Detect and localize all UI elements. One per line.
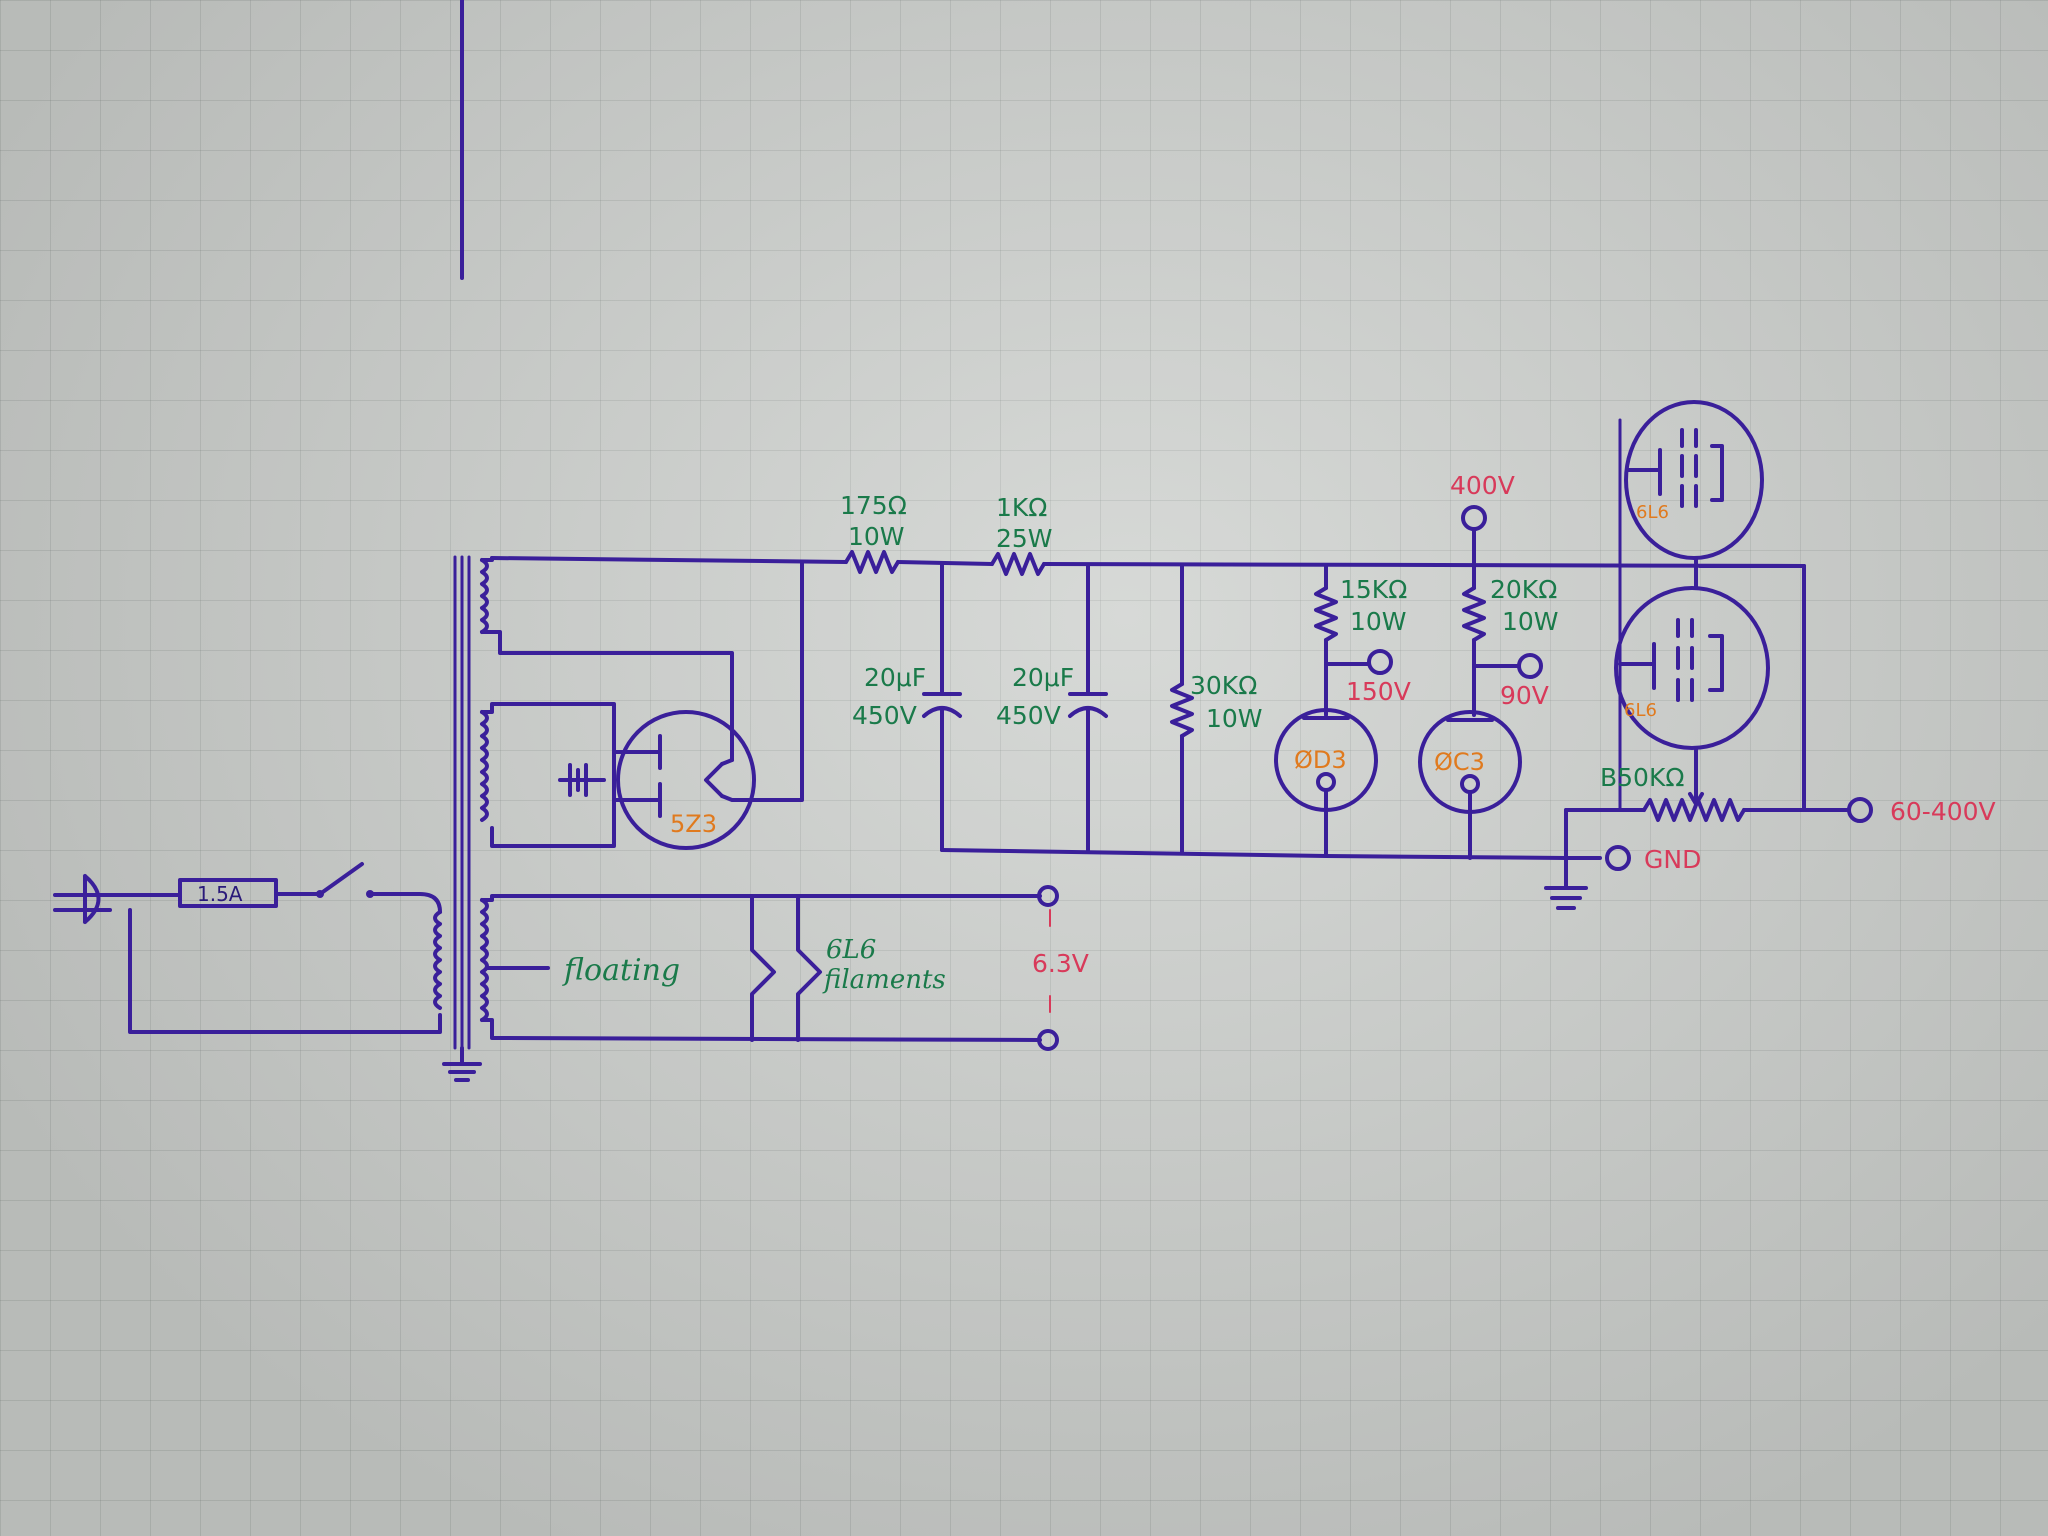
tap-90v-terminal <box>1517 653 1543 679</box>
vr-tube-od3: ØD3 <box>1274 708 1378 812</box>
r5-power-label: 10W <box>1502 607 1559 636</box>
filament-loads: 6L6 filaments <box>750 894 946 1042</box>
output-ground-icon <box>1544 856 1588 910</box>
c2-voltage-label: 450V <box>996 701 1061 730</box>
resistor-r3: 30KΩ 10W <box>1170 564 1263 854</box>
floating-label: floating <box>562 953 680 988</box>
filament-terminal-bottom <box>1037 1029 1059 1051</box>
transformer-hv-secondary <box>480 558 489 634</box>
tap-400v-terminal <box>1461 505 1487 531</box>
capacitor-c2: 20μF 450V <box>996 563 1108 852</box>
r4-value-label: 15KΩ <box>1340 575 1407 604</box>
rectifier-tube-5z3: 5Z3 <box>558 560 804 850</box>
ac-plug <box>53 874 112 924</box>
out-gnd-label: GND <box>1644 845 1701 874</box>
tap-150v-terminal <box>1367 649 1393 675</box>
filament-voltage-label: 6.3V <box>1032 949 1089 978</box>
capacitor-c1: 20μF 450V <box>852 562 962 852</box>
out-var-terminal <box>1847 797 1873 823</box>
chassis-ground-icon <box>442 1046 482 1082</box>
resistor-r2: 1KΩ 25W <box>990 493 1053 576</box>
r2-power-label: 25W <box>996 524 1053 553</box>
resistor-r1: 175Ω 10W <box>840 491 907 574</box>
tube-label-6l6-top: 6L6 <box>1636 502 1669 523</box>
fuse: 1.5A <box>178 878 278 908</box>
r3-value-label: 30KΩ <box>1190 671 1257 700</box>
c1-voltage-label: 450V <box>852 701 917 730</box>
pass-tube-6l6-top: 6L6 <box>1624 400 1764 560</box>
r1-value-label: 175Ω <box>840 491 907 520</box>
r4-power-label: 10W <box>1350 607 1407 636</box>
tube-label-oc3: ØC3 <box>1434 748 1485 776</box>
r5-value-label: 20KΩ <box>1490 575 1557 604</box>
pot-value-label: B50KΩ <box>1600 763 1684 792</box>
r2-value-label: 1KΩ <box>996 493 1047 522</box>
potentiometer-b50k: B50KΩ <box>1564 763 1746 822</box>
r1-power-label: 10W <box>848 522 905 551</box>
resistor-r5: 20KΩ 10W <box>1462 575 1559 717</box>
filament-terminal-top <box>1037 885 1059 907</box>
filaments-label-1: 6L6 <box>826 935 876 965</box>
r3-power-label: 10W <box>1206 704 1263 733</box>
tap-150v-label: 150V <box>1346 677 1411 706</box>
transformer-primary <box>433 910 442 1010</box>
pass-tube-6l6-bottom: 6L6 <box>1614 586 1770 750</box>
c2-value-label: 20μF <box>1012 663 1074 692</box>
out-var-label: 60-400V <box>1890 797 1996 826</box>
tube-label-5z3: 5Z3 <box>670 810 717 838</box>
transformer-core <box>453 555 471 1050</box>
fuse-label: 1.5A <box>197 882 243 906</box>
resistor-r4: 15KΩ 10W <box>1314 564 1407 717</box>
filaments-label-2: filaments <box>822 965 946 995</box>
transformer-filament-secondary <box>480 898 489 1022</box>
tap-400v-label: 400V <box>1450 471 1515 500</box>
c1-value-label: 20μF <box>864 663 926 692</box>
tube-label-6l6-bottom: 6L6 <box>1624 700 1657 721</box>
transformer-rectifier-filament <box>480 710 489 822</box>
power-switch <box>316 862 374 898</box>
out-gnd-terminal <box>1605 845 1631 871</box>
tube-label-od3: ØD3 <box>1294 746 1347 774</box>
tap-90v-label: 90V <box>1500 681 1549 710</box>
vr-tube-oc3: ØC3 <box>1418 710 1522 814</box>
